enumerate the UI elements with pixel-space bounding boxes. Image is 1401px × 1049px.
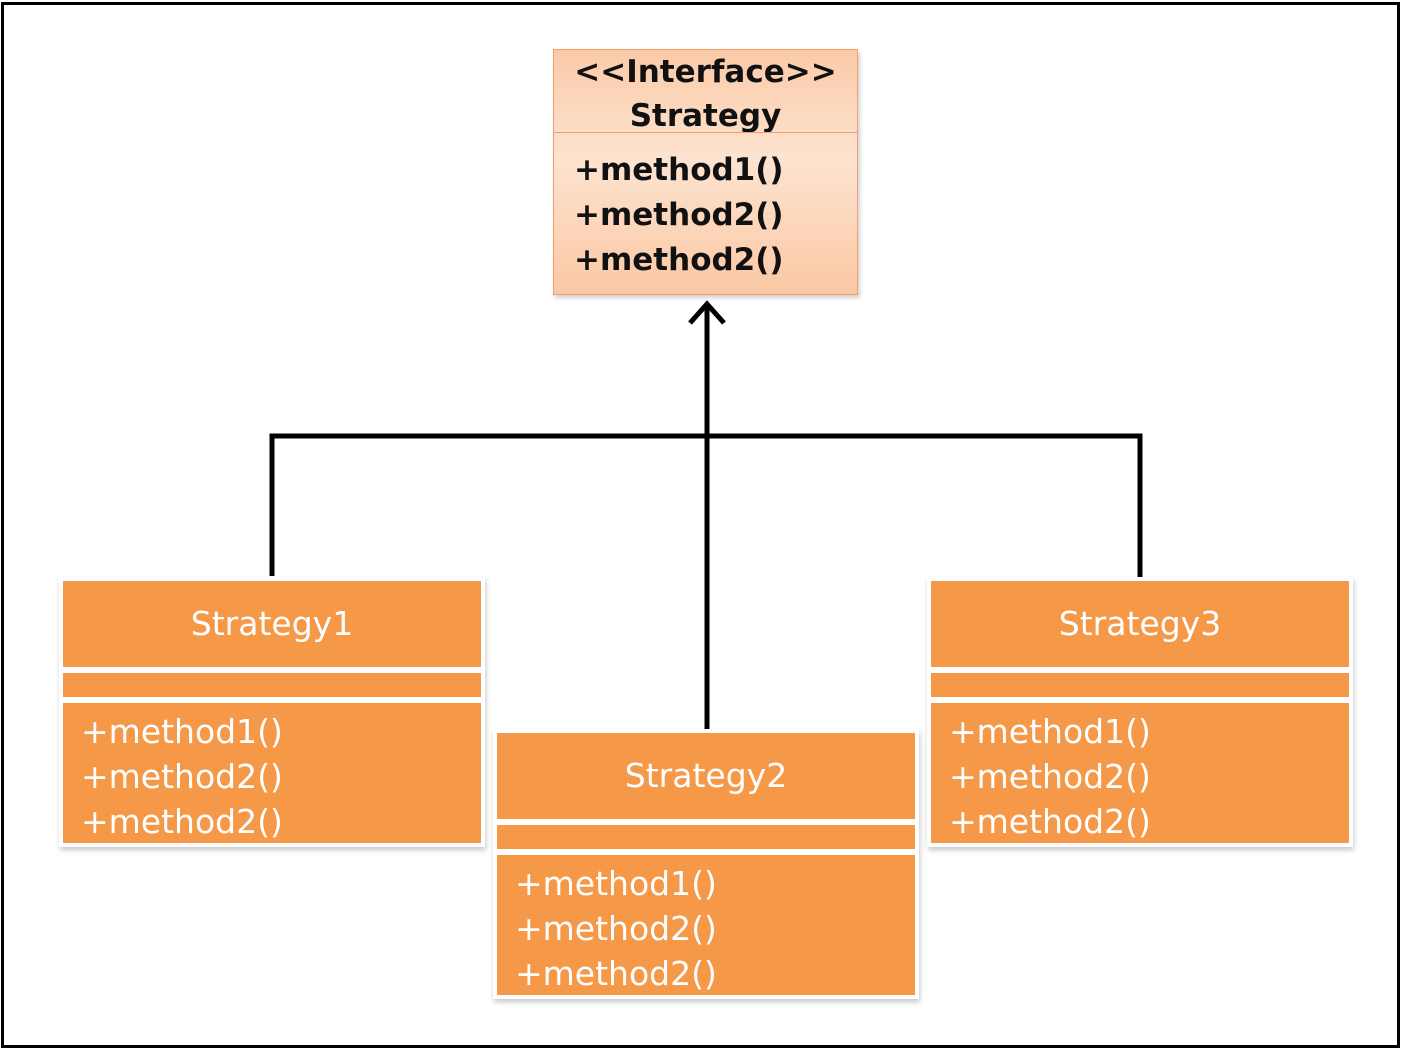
connector-strategy3 <box>707 433 1143 578</box>
class-method: +method1() <box>949 712 1151 751</box>
interface-method: +method1() <box>574 152 784 188</box>
class-attributes <box>931 673 1349 697</box>
interface-methods: +method1() +method2() +method2() <box>554 134 857 294</box>
interface-method: +method2() <box>574 242 784 278</box>
class-method: +method2() <box>81 802 283 841</box>
class-attributes <box>497 825 915 849</box>
class-method: +method1() <box>81 712 283 751</box>
class-strategy2-box: Strategy2 +method1() +method2() +method2… <box>493 729 919 999</box>
class-name: Strategy2 <box>497 733 915 819</box>
class-name: Strategy3 <box>931 581 1349 667</box>
interface-method: +method2() <box>574 197 784 233</box>
class-name: Strategy1 <box>63 581 481 667</box>
class-attributes <box>63 673 481 697</box>
interface-strategy-box: <<Interface>> Strategy +method1() +metho… <box>553 49 858 295</box>
class-methods: +method1() +method2() +method2() <box>497 855 915 995</box>
connector-strategy1 <box>269 433 707 576</box>
class-method: +method2() <box>515 954 717 993</box>
interface-header: <<Interface>> Strategy <box>554 50 857 133</box>
class-method: +method2() <box>949 802 1151 841</box>
class-methods: +method1() +method2() +method2() <box>63 703 481 843</box>
class-method: +method2() <box>81 757 283 796</box>
class-methods: +method1() +method2() +method2() <box>931 703 1349 843</box>
interface-stereotype: <<Interface>> <box>574 54 837 90</box>
arrowhead <box>688 300 726 325</box>
class-method: +method2() <box>515 909 717 948</box>
class-strategy3-box: Strategy3 +method1() +method2() +method2… <box>927 577 1353 847</box>
class-method: +method1() <box>515 864 717 903</box>
class-method: +method2() <box>949 757 1151 796</box>
interface-name: Strategy <box>629 98 782 133</box>
class-strategy1-box: Strategy1 +method1() +method2() +method2… <box>59 577 485 847</box>
